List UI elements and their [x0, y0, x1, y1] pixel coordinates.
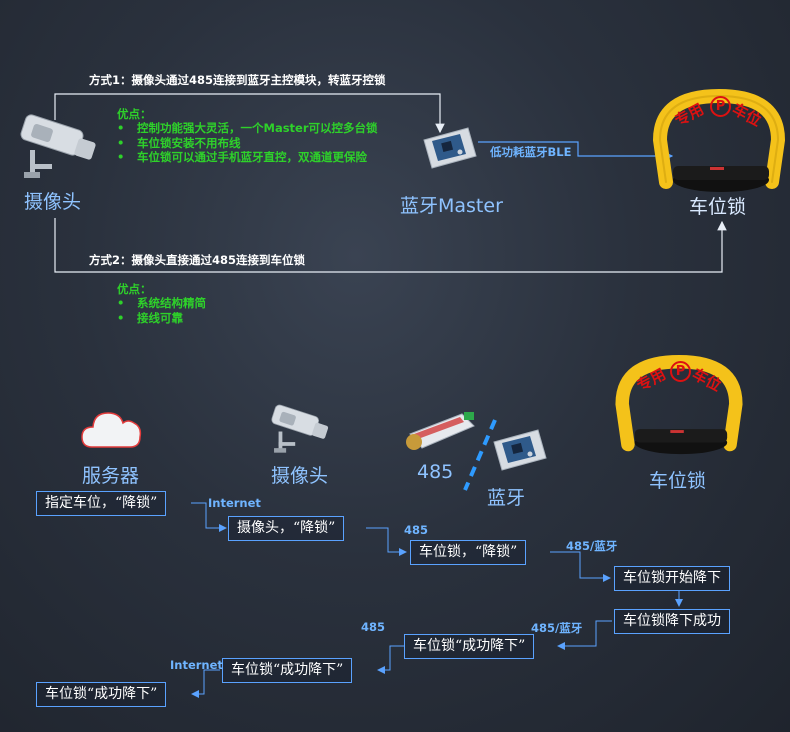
camera-label-2: 摄像头	[271, 461, 328, 488]
link-485bt-1: 485/蓝牙	[566, 538, 617, 554]
link-internet-1: Internet	[208, 496, 261, 510]
bluetooth-board-icon-2	[490, 428, 550, 477]
flow-step-1: 指定车位，“降锁”	[36, 491, 166, 516]
bluetooth-board-icon	[420, 126, 480, 175]
server-label: 服务器	[82, 461, 139, 488]
camera-icon	[16, 112, 106, 189]
adv2-list: •系统结构精简 •接线可靠	[117, 296, 206, 325]
lock-sign-p: P	[710, 96, 731, 117]
master-label: 蓝牙Master	[400, 191, 503, 218]
adv1-item: •车位锁安装不用布线	[117, 136, 378, 151]
ble-label: 低功耗蓝牙BLE	[490, 144, 571, 160]
link-485bt-2: 485/蓝牙	[531, 620, 582, 636]
adv1-list: •控制功能强大灵活，一个Master可以控多台锁 •车位锁安装不用布线 •车位锁…	[117, 121, 378, 165]
link-485-1: 485	[404, 523, 428, 537]
camera-icon-2	[268, 402, 336, 463]
rs485-label: 485	[417, 461, 453, 483]
camera-label: 摄像头	[24, 187, 81, 214]
adv2-item: •接线可靠	[117, 311, 206, 326]
link-internet-2: Internet	[170, 658, 223, 672]
method2-text: 方式2：摄像头直接通过485连接到车位锁	[89, 252, 305, 268]
flow-step-7: 车位锁“成功降下”	[222, 658, 352, 683]
adv2-title: 优点：	[117, 281, 152, 297]
parking-lock-icon: 专用 P 车位	[652, 88, 786, 201]
flow-step-2: 摄像头，“降锁”	[228, 516, 344, 541]
adv1-item: •控制功能强大灵活，一个Master可以控多台锁	[117, 121, 378, 136]
flow-step-8: 车位锁“成功降下”	[36, 682, 166, 707]
method1-text: 方式1：摄像头通过485连接到蓝牙主控模块，转蓝牙控锁	[89, 72, 386, 88]
flow-step-5: 车位锁降下成功	[614, 609, 730, 634]
adv2-item: •系统结构精简	[117, 296, 206, 311]
parking-lock-icon-2: 专用 P 车位	[614, 354, 744, 463]
adv1-title: 优点：	[117, 106, 152, 122]
link-485-2: 485	[361, 620, 385, 634]
cloud-icon	[80, 405, 144, 456]
flow-step-4: 车位锁开始降下	[614, 566, 730, 591]
flow-step-6: 车位锁“成功降下”	[404, 634, 534, 659]
rs485-converter-icon	[404, 408, 478, 461]
flow-step-3: 车位锁，“降锁”	[410, 540, 526, 565]
bt-label: 蓝牙	[487, 483, 525, 510]
lock-label: 车位锁	[689, 192, 746, 219]
adv1-item: •车位锁可以通过手机蓝牙直控，双通道更保险	[117, 150, 378, 165]
lock-sign-p-2: P	[670, 361, 691, 382]
lock-label-2: 车位锁	[649, 466, 706, 493]
